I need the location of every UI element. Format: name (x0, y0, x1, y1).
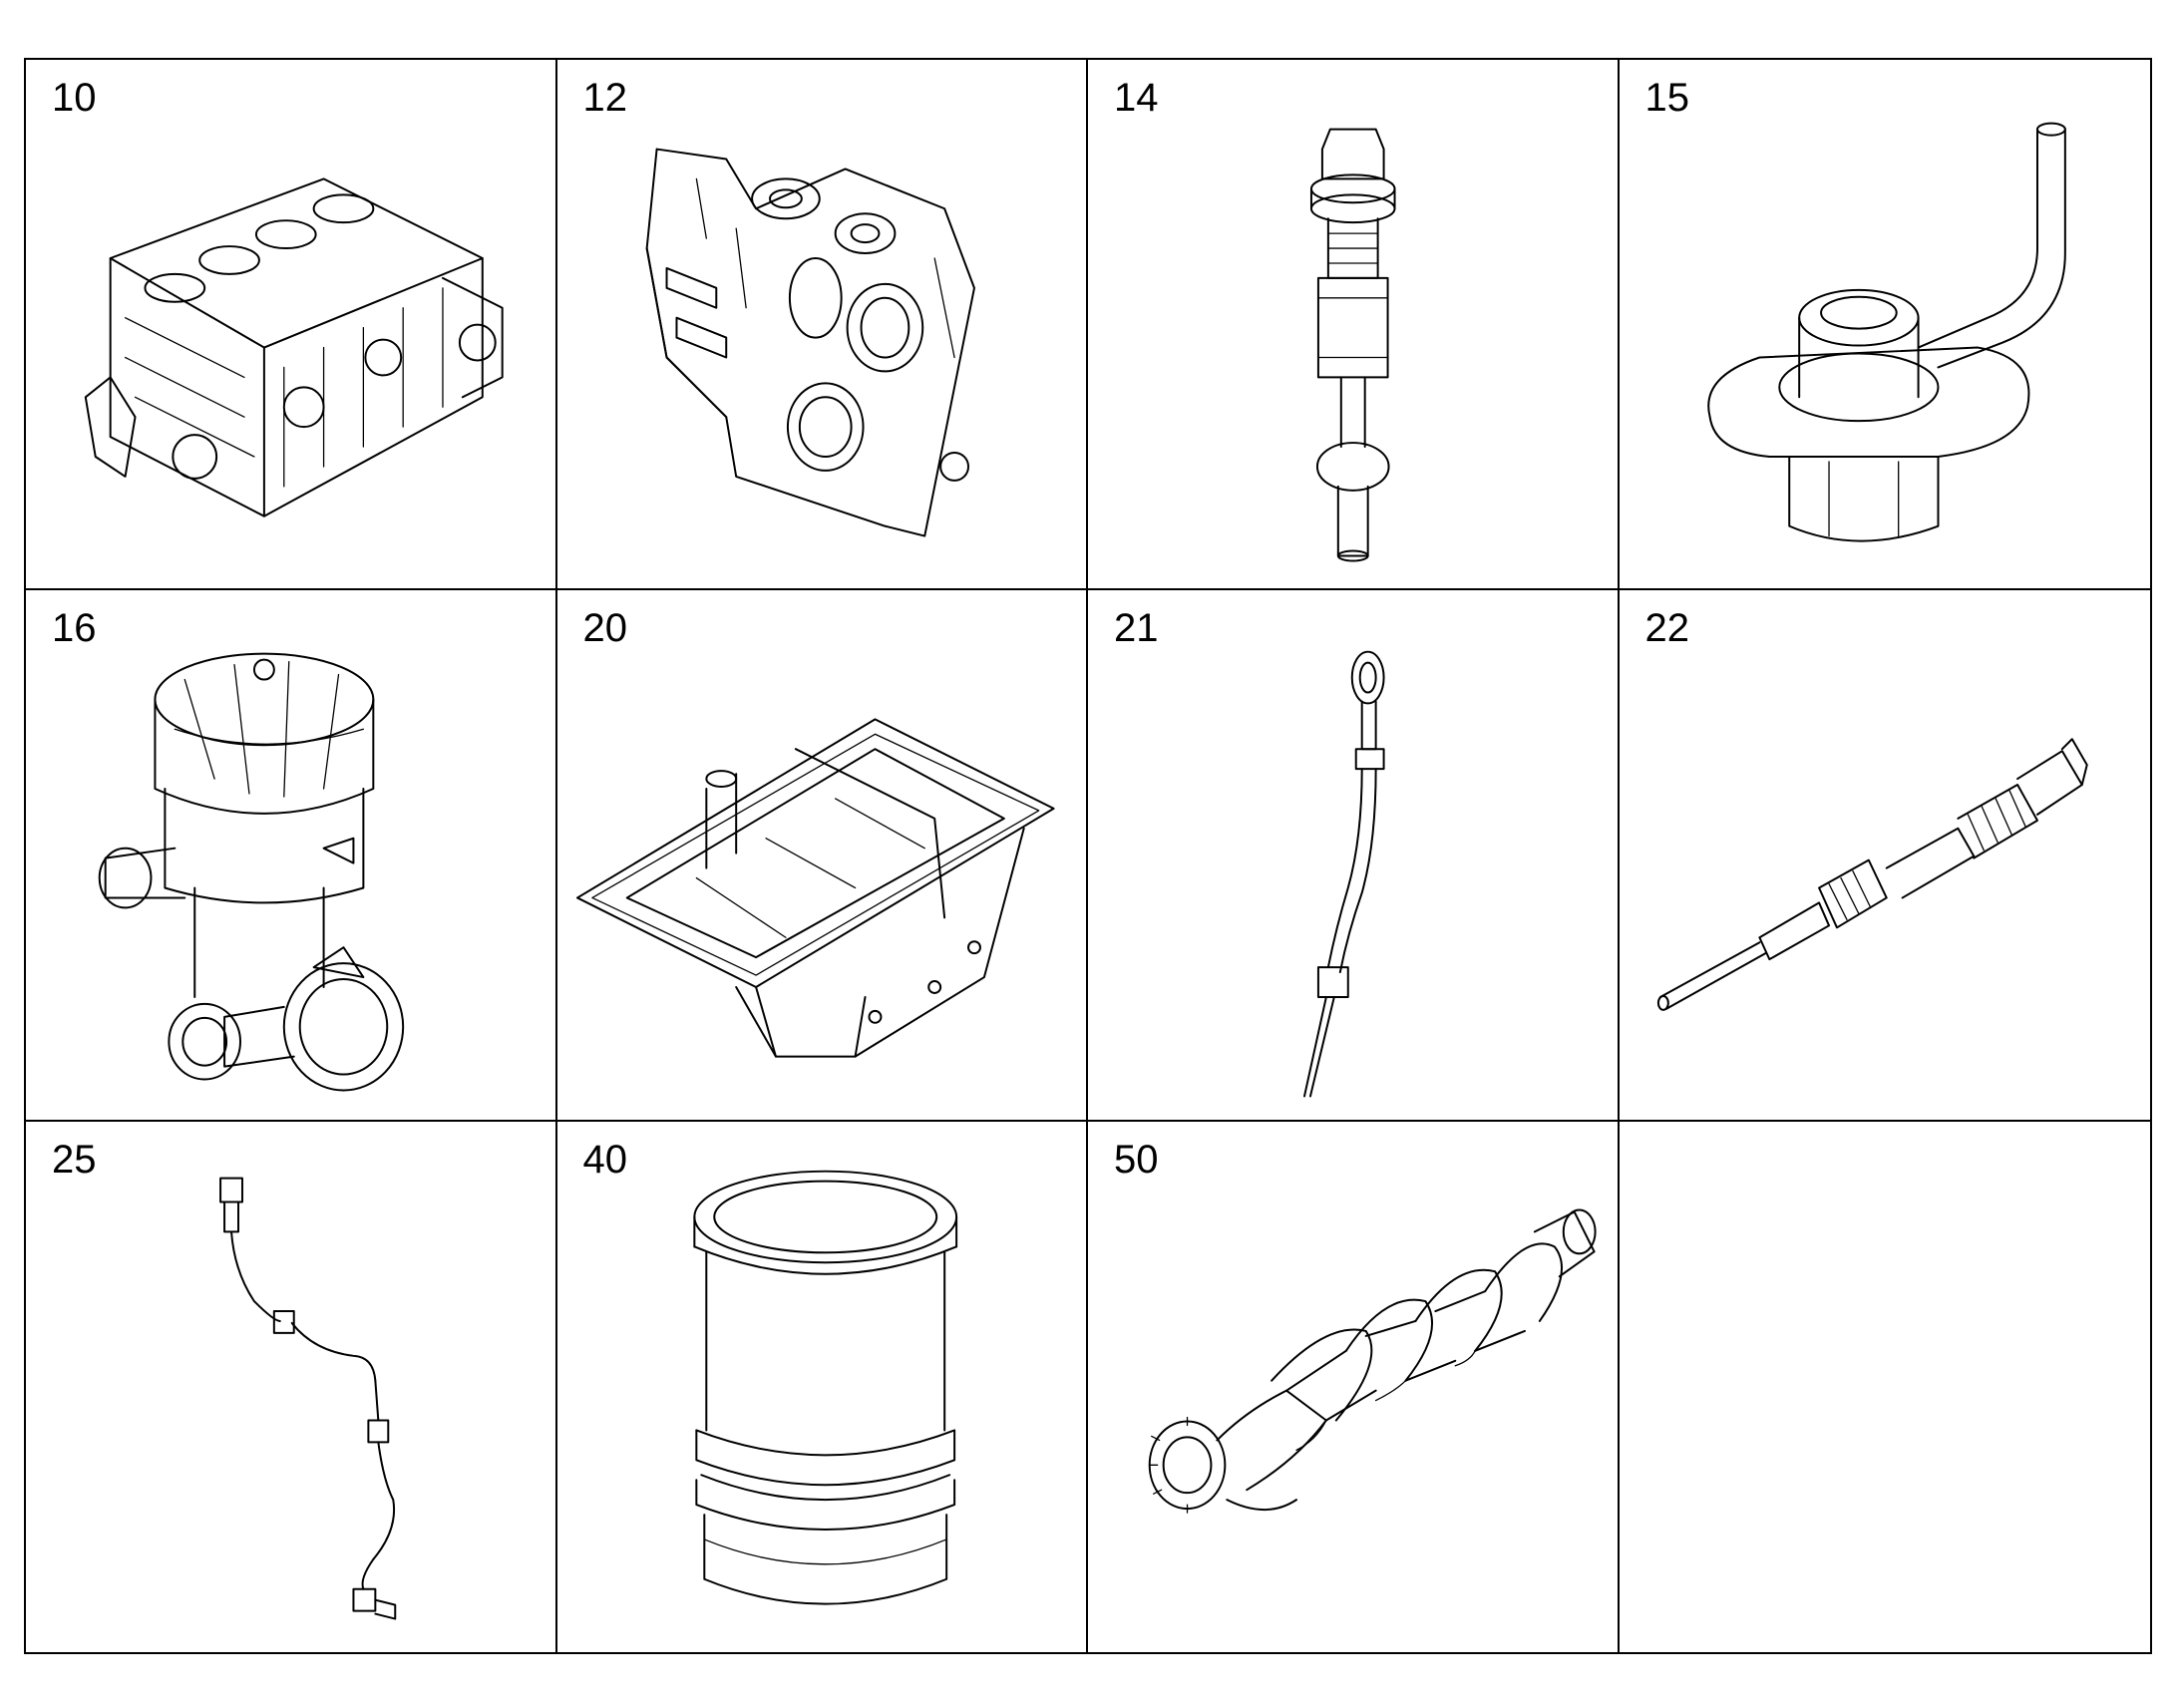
sensor-harness-icon (219, 1177, 397, 1620)
ref-number: 16 (52, 606, 97, 651)
part-cell-14[interactable]: 14 (1088, 60, 1620, 591)
valve-plug-icon (1309, 128, 1396, 562)
part-cell-20[interactable]: 20 (556, 590, 1088, 1122)
ref-number: 14 (1114, 76, 1159, 120)
part-cell-12[interactable]: 12 (556, 60, 1088, 591)
ref-number: 12 (582, 76, 628, 120)
ref-number: 22 (1644, 606, 1690, 651)
part-cell-16[interactable]: 16 (26, 590, 557, 1122)
empty-cell (1620, 1122, 2151, 1652)
ref-number: 15 (1644, 76, 1690, 120)
oil-pan-icon (575, 718, 1055, 1058)
part-cell-22[interactable]: 22 (1619, 590, 2150, 1122)
ref-number: 21 (1114, 606, 1159, 651)
crankshaft-icon (1148, 1208, 1597, 1514)
parts-grid: 10 12 (24, 58, 2152, 1654)
engine-block-icon (84, 177, 504, 517)
timing-cover-icon (645, 148, 975, 537)
breather-separator-icon (98, 653, 405, 1092)
cylinder-liner-icon (692, 1170, 957, 1605)
part-cell-21[interactable]: 21 (1088, 590, 1620, 1122)
ref-number: 25 (52, 1137, 97, 1182)
ref-number: 40 (582, 1137, 628, 1182)
dipstick-icon (1302, 651, 1385, 1098)
part-cell-15[interactable]: 15 (1619, 60, 2150, 591)
ref-number: 50 (1114, 1137, 1159, 1182)
ref-number: 20 (582, 606, 628, 651)
part-cell-25[interactable]: 25 (26, 1121, 557, 1652)
part-cell-50[interactable]: 50 (1088, 1121, 1620, 1652)
oil-pipe-fitting-icon (1706, 122, 2066, 542)
sensor-probe-icon (1656, 738, 2088, 1012)
ref-number: 10 (52, 76, 97, 120)
part-cell-10[interactable]: 10 (26, 60, 557, 591)
part-cell-40[interactable]: 40 (557, 1121, 1088, 1652)
